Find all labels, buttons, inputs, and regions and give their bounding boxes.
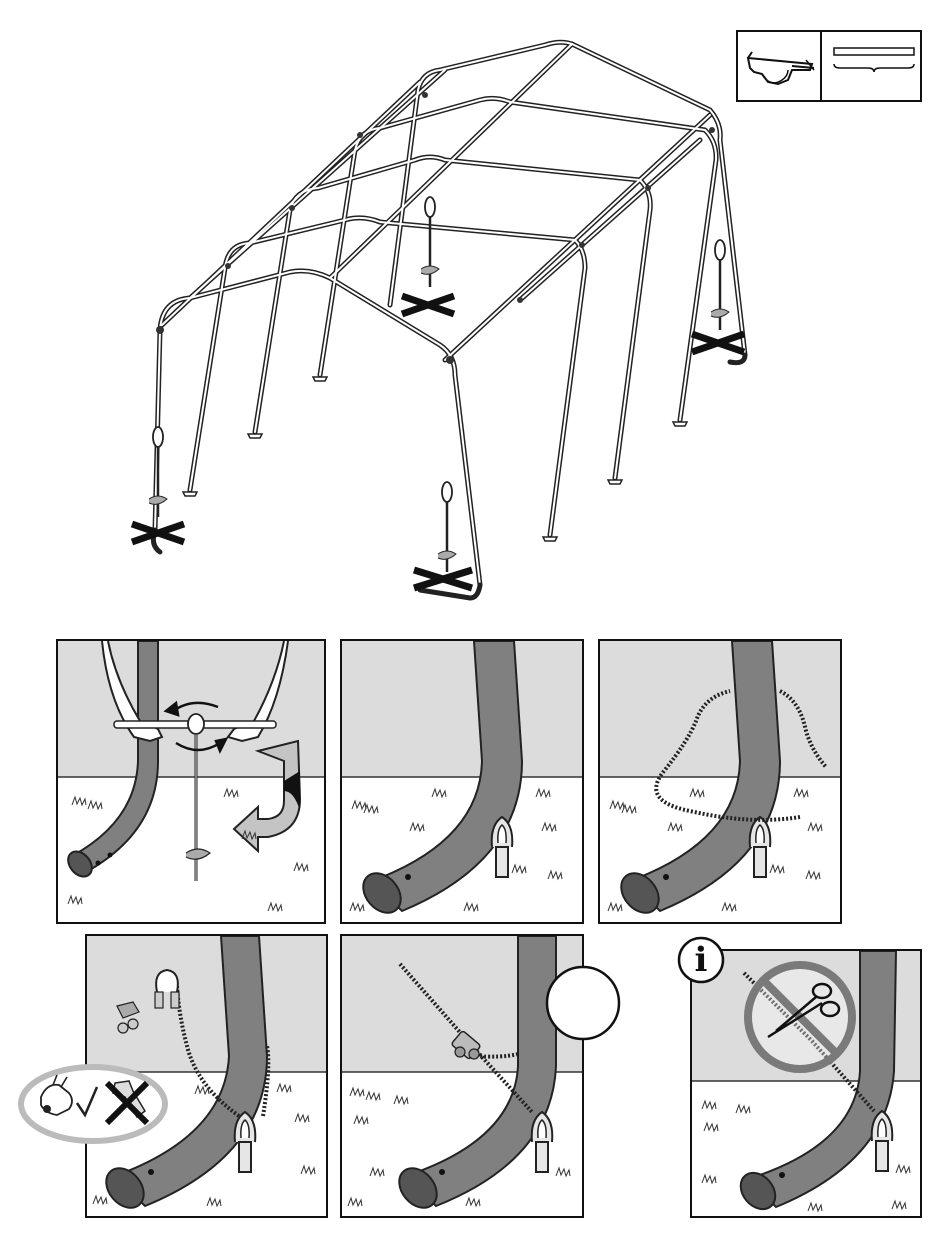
no-cutting-icon (748, 965, 852, 1069)
anchor-position-cross-icon (410, 566, 476, 592)
blank-circle-icon (544, 964, 622, 1042)
step-1-illustration (58, 641, 324, 922)
step-6-illustration (692, 951, 920, 1216)
ground-anchor-icon (143, 425, 173, 520)
step-3-panel (598, 639, 842, 924)
info-badge: i (676, 935, 726, 985)
anchor-position-cross-icon (688, 330, 748, 356)
step-2-illustration (342, 641, 582, 922)
step-3-illustration (600, 641, 840, 922)
anchor-position-cross-icon (128, 520, 188, 546)
step-2-panel (340, 639, 584, 924)
step-6-panel (690, 949, 922, 1218)
anchor-eye-icon (750, 817, 771, 877)
info-icon: i (676, 935, 726, 985)
anchor-position-cross-icon (398, 292, 458, 318)
ground-anchor-icon (705, 238, 735, 333)
hand-tighten-callout (17, 1063, 169, 1145)
step-1-panel (56, 639, 326, 924)
ground-anchor-icon (415, 195, 445, 290)
anchor-eye-icon (492, 817, 513, 877)
ground-anchor-icon (432, 480, 462, 575)
